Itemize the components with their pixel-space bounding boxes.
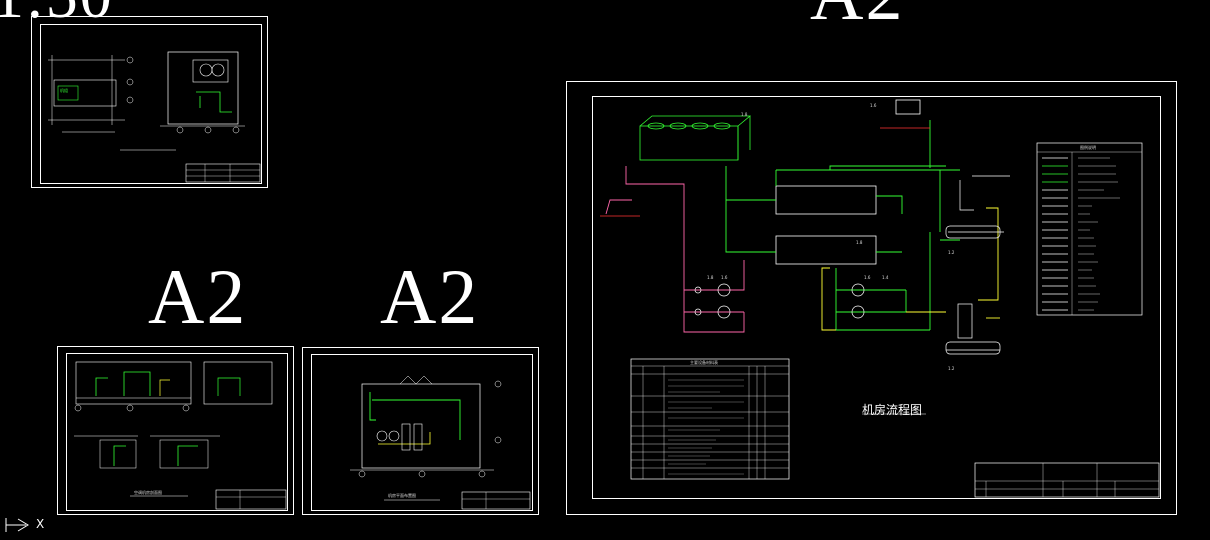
equipment-table	[630, 358, 790, 480]
drawing-frame-top-left	[40, 24, 262, 184]
drawing-sheet-bottom-mid[interactable]	[302, 347, 539, 515]
equipment-table-title: 主要设备材料表	[690, 360, 718, 365]
callout-pump-c: 1.6	[864, 275, 871, 280]
flow-diagram-title: 机房流程图	[862, 403, 923, 417]
chiller-lower	[775, 235, 877, 265]
callout-expansion-tank: 1.6	[870, 103, 877, 108]
legend-box	[1036, 142, 1143, 316]
callout-pump-b: 1.6	[721, 275, 728, 280]
drawing-frame-bottom-left	[66, 353, 288, 511]
drawing-frame-flow	[592, 96, 1161, 499]
drawing-sheet-bottom-left[interactable]	[57, 346, 294, 515]
equipment-label: 机组	[60, 88, 68, 93]
bottom-left-caption: 空调机房剖面图	[134, 490, 162, 495]
title-block	[974, 462, 1160, 498]
sheet-size-label-mid: A2	[380, 253, 480, 340]
callout-header-lower: 1.2	[948, 366, 955, 371]
ucs-icon	[4, 514, 44, 540]
chiller-upper	[775, 185, 877, 215]
callout-header-upper: 1.2	[948, 250, 955, 255]
expansion-tank	[895, 99, 921, 115]
cooling-tower-group	[639, 115, 752, 161]
legend-title: 图例说明	[1080, 145, 1096, 150]
bottom-mid-caption: 机房平面布置图	[388, 493, 416, 498]
drawing-frame-bottom-mid	[311, 354, 533, 511]
callout-pump-d: 1.4	[882, 275, 889, 280]
legend-rows	[1042, 157, 1068, 311]
callout-chiller: 1.8	[856, 240, 863, 245]
callout-pump-a: 1.8	[707, 275, 714, 280]
drawing-sheet-top-left[interactable]	[31, 16, 268, 188]
callout-cooling-tower: 1.8	[741, 112, 748, 117]
drawing-sheet-flow[interactable]	[566, 81, 1177, 515]
sheet-size-label-left: A2	[148, 253, 248, 340]
ucs-axis-label: X	[36, 517, 45, 531]
sheet-size-label-top: A2	[810, 0, 904, 32]
scale-label: 1:50	[0, 0, 114, 28]
